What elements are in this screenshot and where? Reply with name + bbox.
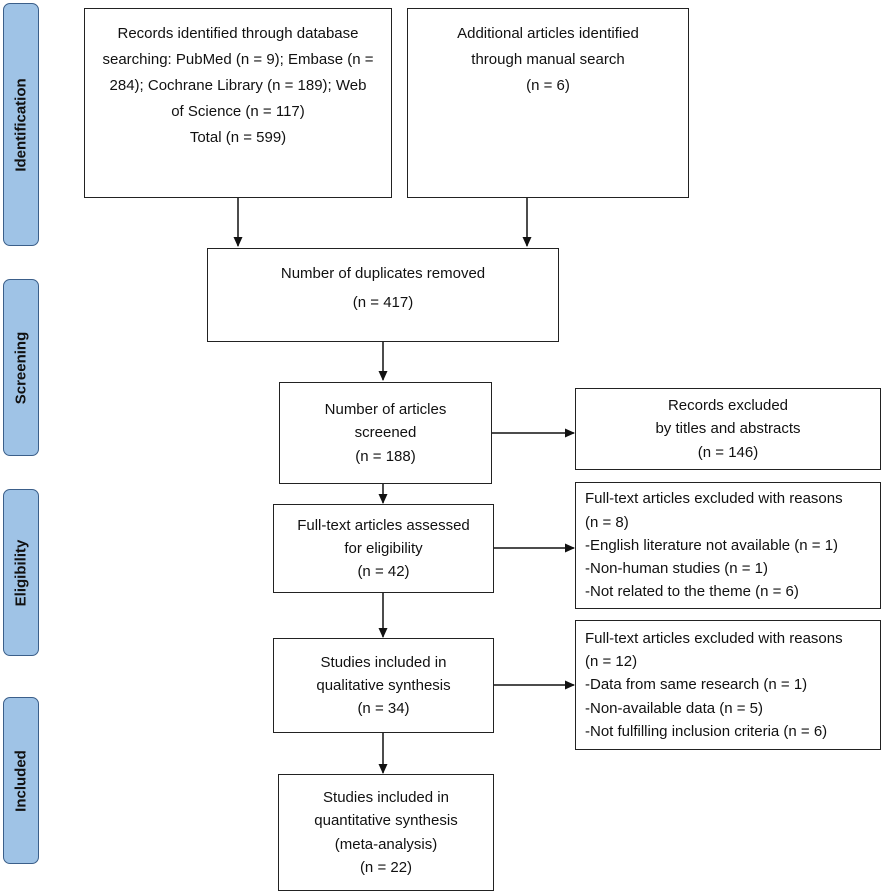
stage-eligibility: Eligibility: [3, 489, 39, 656]
box-text-line: (n = 6): [526, 77, 570, 95]
stage-screening-label: Screening: [12, 331, 30, 404]
records-excluded-box: Records excluded by titles and abstracts…: [575, 388, 881, 470]
box-text-line: Studies included in: [320, 653, 447, 671]
box-text-line: (n = 22): [359, 858, 413, 876]
box-text-line: -Not related to the theme (n = 6): [585, 583, 799, 601]
box-text-line: Studies included in: [323, 789, 449, 806]
box-text-line: for eligibility: [344, 539, 423, 557]
box-text-line: of Science (n = 117): [171, 103, 305, 121]
box-text-line: quantitative synthesis: [314, 812, 458, 830]
stage-eligibility-label: Eligibility: [12, 539, 30, 606]
articles-screened-box: Number of articles screened (n = 188): [279, 382, 492, 484]
stage-identification-label: Identification: [12, 77, 30, 172]
qualitative-synthesis-box: Studies included in qualitative synthesi…: [273, 638, 494, 733]
box-text-line: (n = 188): [355, 447, 416, 465]
box-text-line: (n = 417): [352, 294, 414, 312]
stage-identification: Identification: [3, 3, 39, 246]
box-text-line: -Non-human studies (n = 1): [585, 560, 769, 578]
fulltext-excluded-reasons-box: Full-text articles excluded with reasons…: [575, 482, 881, 609]
box-text-line: -Data from same research (n = 1): [585, 676, 808, 694]
box-text-line: (n = 8): [585, 513, 629, 531]
stage-screening: Screening: [3, 279, 39, 456]
box-text-line: -English literature not available (n = 1…: [585, 536, 839, 554]
box-text-line: (n = 42): [357, 563, 410, 581]
box-text-line: Full-text articles excluded with reasons: [585, 629, 843, 647]
box-text-line: Number of duplicates removed: [280, 265, 486, 282]
box-text-line: Full-text articles excluded with reasons: [585, 490, 843, 508]
box-text-line: (n = 12): [585, 653, 638, 671]
box-text-line: by titles and abstracts: [655, 420, 801, 438]
box-text-line: screened: [354, 424, 417, 442]
box-text-line: 284); Cochrane Library (n = 189); Web: [109, 77, 367, 95]
quantitative-synthesis-box: Studies included in quantitative synthes…: [278, 774, 494, 891]
box-text-line: Records excluded: [667, 397, 789, 415]
box-text-line: Additional articles identified: [457, 25, 639, 42]
box-text-line: (n = 34): [357, 700, 410, 718]
box-text-line: (meta-analysis): [334, 835, 438, 853]
box-text-line: Records identified through database: [117, 25, 359, 42]
records-identified-box: Records identified through database sear…: [84, 8, 392, 198]
stage-included: Included: [3, 697, 39, 864]
box-text-line: through manual search: [471, 51, 625, 69]
manual-search-box: Additional articles identified through m…: [407, 8, 689, 198]
box-text-line: -Not fulfilling inclusion criteria (n = …: [585, 722, 828, 740]
box-text-line: (n = 146): [697, 443, 759, 461]
fulltext-assessed-box: Full-text articles assessed for eligibil…: [273, 504, 494, 593]
box-text-line: Full-text articles assessed: [297, 516, 470, 534]
box-text-line: qualitative synthesis: [316, 676, 451, 694]
box-text-line: -Non-available data (n = 5): [585, 699, 764, 717]
box-text-line: Number of articles: [324, 401, 447, 419]
duplicates-removed-box: Number of duplicates removed (n = 417): [207, 248, 559, 342]
fulltext-excluded-reasons-box-2: Full-text articles excluded with reasons…: [575, 620, 881, 750]
box-text-line: searching: PubMed (n = 9); Embase (n =: [102, 51, 374, 69]
box-text-line: Total (n = 599): [189, 129, 287, 147]
stage-included-label: Included: [12, 749, 30, 812]
